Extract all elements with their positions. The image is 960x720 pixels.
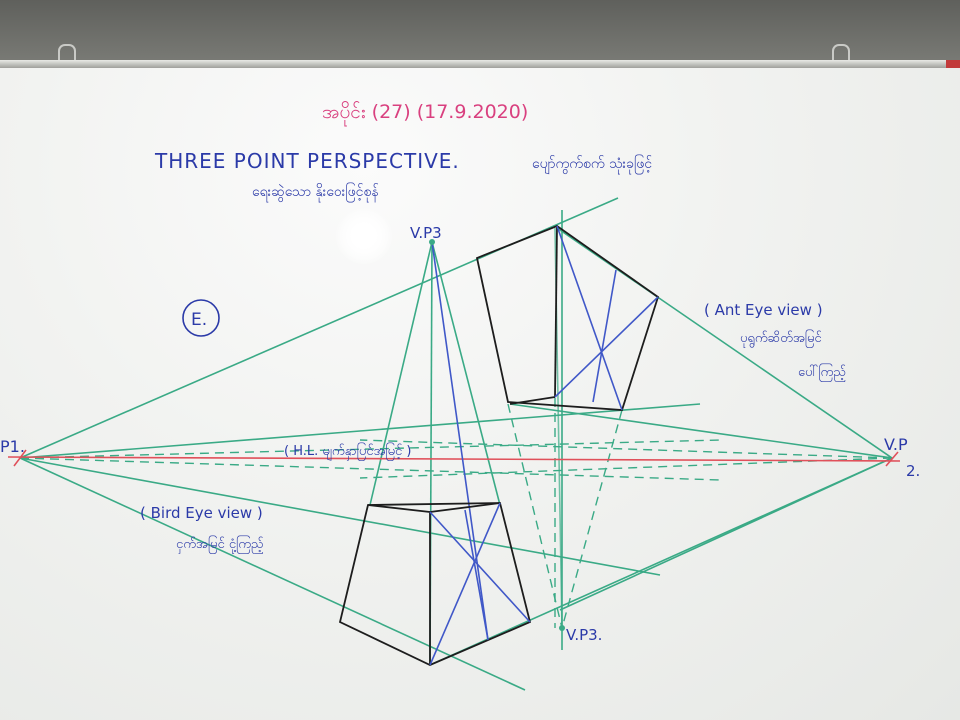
vp1-upper-line bbox=[19, 403, 701, 459]
horizon-label: ( H.L. မျက်နှာပြင်အမြင့် ) bbox=[284, 442, 411, 461]
bird-eye-blue-diagonals bbox=[429, 502, 531, 666]
prism-inner-top bbox=[429, 502, 501, 513]
board-hook-left bbox=[58, 44, 76, 62]
vp3-right-ray bbox=[431, 241, 501, 506]
vp2-label: V.P bbox=[884, 435, 908, 454]
ant-eye-myanmar-1: ပုရွက်ဆိတ်အမြင် bbox=[740, 329, 822, 348]
pentagon-diagonal-a bbox=[556, 225, 623, 411]
light-glare bbox=[336, 208, 392, 264]
dashed-vp2-upper bbox=[359, 439, 893, 459]
vp3-blue-ray bbox=[431, 241, 489, 641]
ant-eye-pentagon bbox=[475, 224, 660, 411]
vp2-to-top-pentagon-line bbox=[556, 227, 893, 459]
dashed-vp1-lower bbox=[19, 457, 721, 481]
bird-eye-myanmar: ငှက်အမြင် ငုံ့ကြည့် bbox=[176, 535, 264, 554]
dashed-vp2-lower bbox=[359, 457, 893, 479]
green-construction-lines bbox=[19, 197, 893, 691]
vp3-top-label: V.P3 bbox=[410, 224, 442, 242]
whiteboard-top-rail bbox=[0, 60, 960, 68]
dashed-vp1-upper bbox=[19, 439, 721, 459]
vp3-top-point bbox=[429, 239, 435, 245]
lesson-line: အပိုင်း (27) (17.9.2020) bbox=[322, 100, 528, 127]
prism-outline bbox=[338, 502, 532, 666]
vp1-label: P1. bbox=[0, 437, 25, 456]
pentagon-outline bbox=[475, 224, 660, 411]
vp2-mid-line bbox=[559, 457, 893, 611]
vp3-bottom-label: V.P3. bbox=[566, 626, 602, 644]
wall-background bbox=[0, 0, 960, 64]
page-title: THREE POINT PERSPECTIVE. bbox=[154, 149, 460, 173]
pentagon-diagonal-b bbox=[554, 296, 659, 398]
dashed-construction-lines bbox=[19, 398, 893, 629]
ant-eye-label: ( Ant Eye view ) bbox=[704, 301, 823, 319]
subtitle-myanmar: ရေးဆွဲသော နိုးဝေးဖြင့်စုန် bbox=[252, 183, 379, 202]
ant-eye-myanmar-2: ပေါ်ကြည့် bbox=[798, 363, 846, 382]
dashed-to-vp3-a bbox=[507, 403, 563, 629]
vp3-left-ray bbox=[369, 241, 433, 506]
ant-eye-blue-diagonals bbox=[431, 225, 659, 641]
bird-eye-prism bbox=[338, 502, 532, 666]
board-hook-right bbox=[832, 44, 850, 62]
label-e-circle bbox=[182, 299, 220, 337]
vp1-lower-line bbox=[19, 457, 526, 691]
pentagon-inner-base bbox=[509, 396, 556, 405]
prism-diagonal-c bbox=[464, 509, 489, 641]
pentagon-diagonal-c bbox=[592, 269, 617, 403]
prism-diagonal-b bbox=[429, 502, 501, 666]
vp2-number: 2. bbox=[906, 462, 920, 480]
vp2-upper-line bbox=[509, 403, 893, 459]
prism-inner-left bbox=[367, 504, 431, 513]
rail-end-cap bbox=[946, 60, 960, 68]
vp2-tick bbox=[885, 451, 899, 467]
vp1-mid-lower-line bbox=[19, 457, 661, 576]
vp1-tick bbox=[13, 449, 27, 467]
label-e: E. bbox=[191, 310, 207, 330]
horizon-line bbox=[7, 456, 901, 462]
pentagon-inner-vertical bbox=[554, 225, 558, 398]
bird-eye-label: ( Bird Eye view ) bbox=[140, 504, 263, 522]
title-myanmar: ပျော်ကွက်စက် သုံးခုဖြင့် bbox=[532, 155, 652, 174]
prism-diagonal-a bbox=[429, 511, 531, 623]
vp3-bottom-point bbox=[559, 625, 565, 631]
dashed-to-vp3-b bbox=[561, 409, 623, 629]
